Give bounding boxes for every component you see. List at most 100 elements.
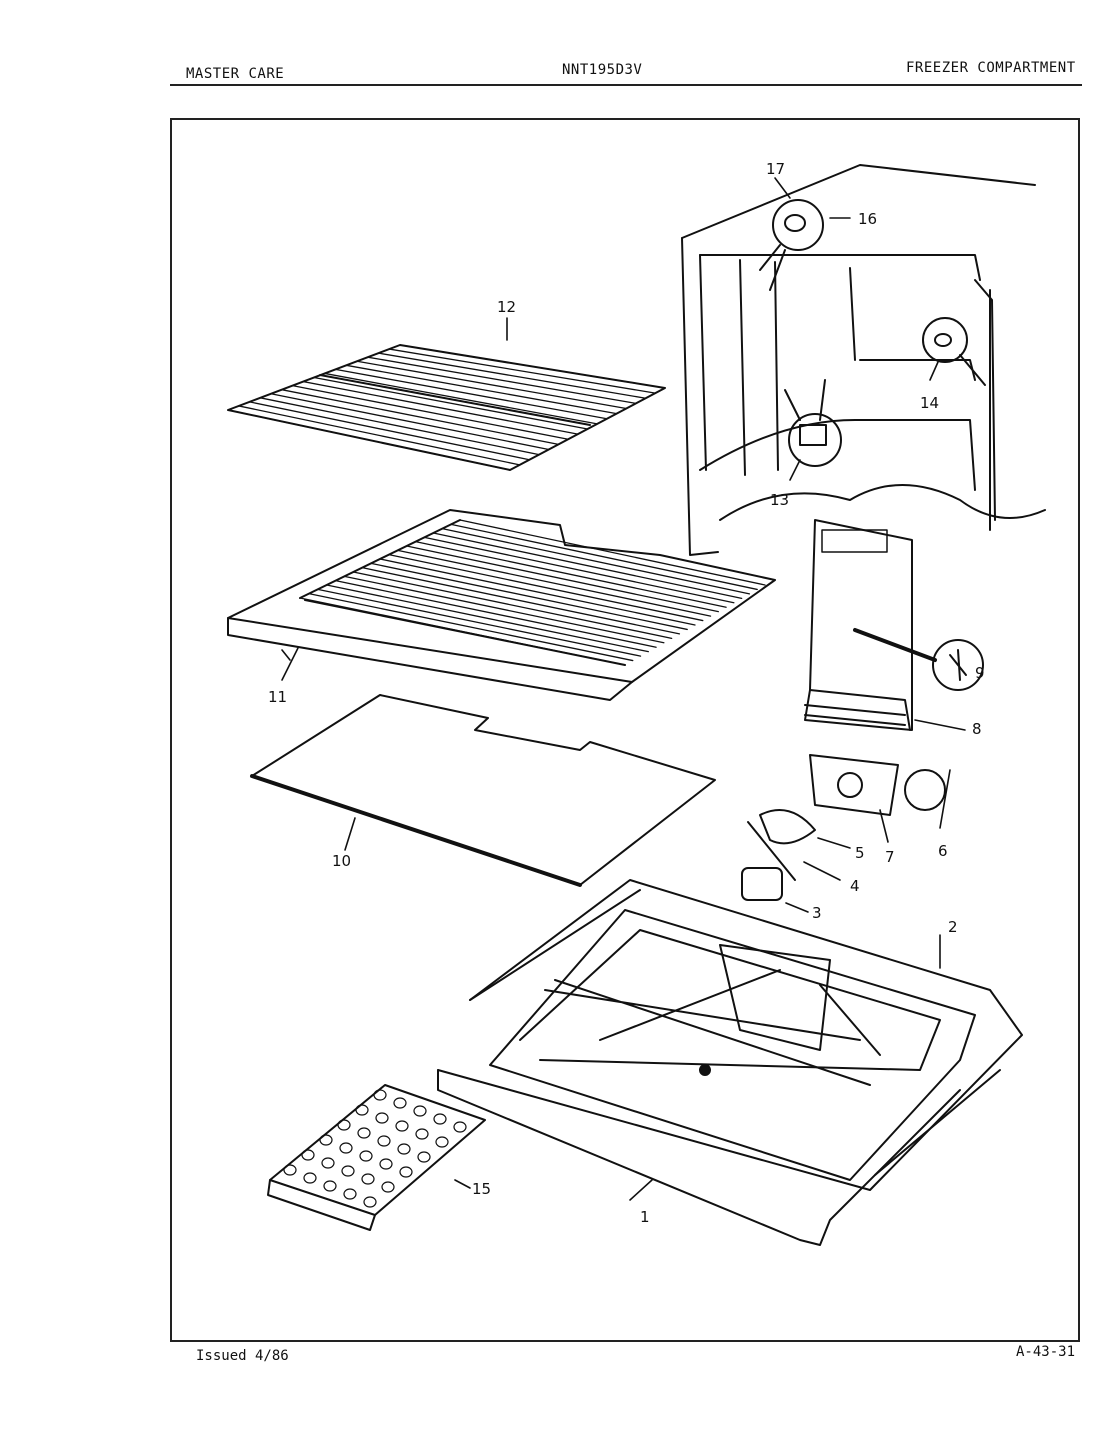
footer-page-number: A-43-31	[1016, 1344, 1076, 1360]
callout-4: 4	[850, 877, 860, 895]
ice-cube-cell	[343, 1188, 357, 1200]
ice-cube-cell	[359, 1150, 373, 1162]
tray-rib	[406, 545, 719, 613]
ice-cube-cell	[337, 1119, 351, 1131]
tray-rib	[459, 519, 766, 586]
shelf-wire	[356, 360, 627, 410]
callout-10: 10	[332, 852, 351, 870]
header-model-number: NNT195D3V	[562, 62, 643, 78]
tray-rib	[343, 575, 665, 644]
ice-cube-cell	[415, 1128, 429, 1140]
tray-rib	[317, 588, 642, 657]
shelf-wire	[313, 376, 589, 430]
ice-cube-cell	[453, 1121, 467, 1133]
shelf-wire	[324, 372, 598, 425]
ice-cube-cell	[379, 1158, 393, 1170]
callout-labels: 1 2 3 4 5 6 7 8 9 10 11 12 13 14 15 16 1…	[268, 160, 985, 1226]
tray-rib	[308, 593, 634, 662]
tray-rib	[326, 584, 649, 653]
ice-cube-cell	[399, 1166, 413, 1178]
shelf-wire	[259, 397, 540, 456]
ice-cube-cell	[417, 1151, 431, 1163]
tray-rib	[414, 541, 727, 608]
ice-cube-cell	[395, 1120, 409, 1132]
callout-9: 9	[975, 664, 985, 682]
shelf-wire	[281, 389, 560, 446]
tray-rib	[450, 523, 758, 591]
tray-rib	[388, 554, 704, 622]
ice-cube-cell	[397, 1143, 411, 1155]
callout-12: 12	[497, 298, 516, 316]
ice-cube-cell	[413, 1105, 427, 1117]
footer-issue-date: Issued 4/86	[196, 1348, 289, 1364]
cover-plate-drawing	[250, 694, 716, 887]
callout-5: 5	[855, 844, 865, 862]
tray-rib	[423, 536, 735, 604]
ice-cube-cell	[301, 1149, 315, 1161]
ice-cube-cell	[355, 1104, 369, 1116]
callout-7: 7	[885, 848, 895, 866]
shelf-wire	[248, 401, 531, 461]
ice-cube-cell	[321, 1157, 335, 1169]
callout-11: 11	[268, 688, 287, 706]
header-section-title: FREEZER COMPARTMENT	[906, 60, 1076, 76]
callout-6: 6	[938, 842, 948, 860]
ice-cube-cell	[361, 1173, 375, 1185]
ice-tray-drawing	[267, 1084, 486, 1231]
shelf-wire	[345, 364, 618, 415]
tray-rib	[352, 571, 673, 639]
shelf-wire	[377, 352, 647, 399]
callout-15: 15	[472, 1180, 491, 1198]
ice-cube-cell	[357, 1127, 371, 1139]
callout-leaders	[281, 177, 966, 1201]
diagram-frame	[170, 118, 1080, 1342]
ice-cube-cell	[433, 1113, 447, 1125]
ice-cube-cell	[323, 1180, 337, 1192]
freezer-liner-drawing	[437, 879, 1023, 1246]
tray-rib	[334, 580, 657, 648]
tray-rib	[432, 532, 743, 599]
ice-cube-cell	[319, 1134, 333, 1146]
callout-14: 14	[920, 394, 939, 412]
callout-1: 1	[640, 1208, 650, 1226]
tray-rib	[379, 558, 696, 626]
ice-cube-cell	[375, 1112, 389, 1124]
ice-cube-cell	[373, 1089, 387, 1101]
callout-16: 16	[858, 210, 877, 228]
shelf-wire	[270, 393, 550, 451]
freezer-cabinet-drawing	[681, 164, 1046, 556]
callout-2: 2	[948, 918, 958, 936]
tray-rib	[299, 597, 626, 666]
ice-cube-cell	[303, 1172, 317, 1184]
shelf-wire	[334, 368, 608, 420]
tray-rib	[361, 567, 681, 635]
callout-17: 17	[766, 160, 785, 178]
shelf-wire	[291, 384, 569, 440]
evaporator-cover-drawing	[741, 519, 984, 901]
ice-cube-cell	[393, 1097, 407, 1109]
callout-3: 3	[812, 904, 822, 922]
shelf-wire	[399, 344, 666, 389]
tray-rib	[370, 562, 688, 631]
wire-shelf-drawing	[227, 344, 666, 471]
tray-rib	[441, 528, 751, 595]
header-rule	[170, 84, 1082, 86]
shelf-wire	[388, 348, 656, 394]
ice-cube-cell	[341, 1165, 355, 1177]
shelf-wire	[227, 409, 511, 471]
ice-cube-cell	[381, 1181, 395, 1193]
header-brand: MASTER CARE	[186, 66, 285, 82]
ice-cube-cell	[283, 1164, 297, 1176]
shelf-wire	[302, 380, 579, 435]
shelf-wire	[238, 405, 521, 466]
ice-cube-cell	[377, 1135, 391, 1147]
callout-13: 13	[770, 491, 789, 509]
shelf-wire	[367, 356, 637, 405]
ice-cube-cell	[339, 1142, 353, 1154]
ice-cube-cell	[363, 1196, 377, 1208]
ice-cube-cell	[435, 1136, 449, 1148]
shelf-tray-drawing	[227, 509, 776, 701]
callout-8: 8	[972, 720, 982, 738]
tray-rib	[397, 549, 712, 617]
